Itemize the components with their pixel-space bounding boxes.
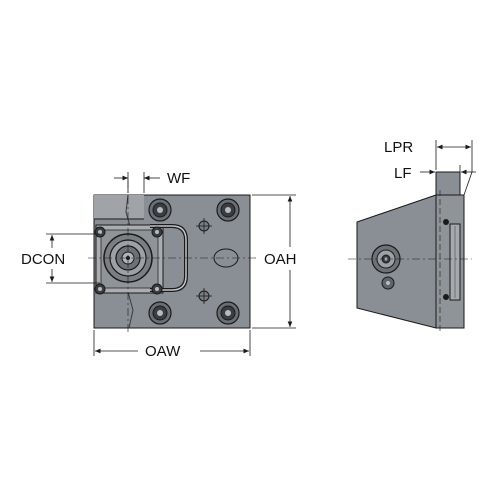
dimension-lpr: LPR [384,139,473,196]
label-lpr: LPR [384,139,413,156]
dimension-oaw: OAW [93,330,251,360]
pin-holes [196,218,212,304]
label-lf: LF [394,165,412,182]
label-dcon: DCON [21,251,65,268]
dimension-dcon: DCON [21,233,100,284]
label-oaw: OAW [145,343,181,360]
front-recess-top [94,195,144,219]
label-wf: WF [167,170,190,187]
mounting-bolts [148,198,240,325]
dimension-oah: OAH [252,194,297,329]
side-view [348,171,472,332]
front-view [88,180,256,335]
plate-screws [94,226,163,295]
label-oah: OAH [264,251,297,268]
dimension-lf: LF [394,165,476,182]
side-top-lip [435,171,461,196]
dimension-wf: WF [114,170,190,193]
